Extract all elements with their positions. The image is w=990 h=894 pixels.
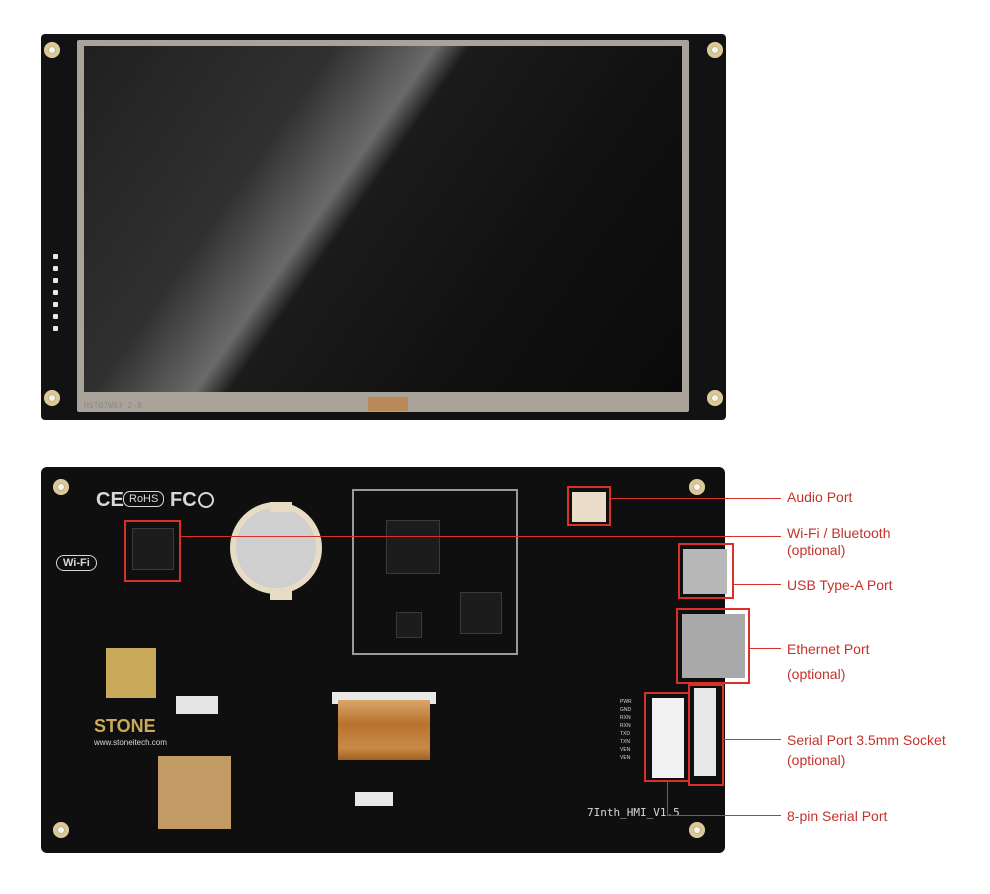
battery-clip xyxy=(270,590,292,600)
rohs-mark: RoHS xyxy=(123,491,165,507)
small-connector xyxy=(176,696,218,714)
usb-port xyxy=(683,549,727,594)
recycle-icon xyxy=(198,492,214,508)
mounting-hole xyxy=(689,479,705,495)
wifi-optional-label: (optional) xyxy=(787,542,846,558)
wifi-callout-line xyxy=(181,536,781,537)
solder-pad xyxy=(53,302,58,307)
serial8-label: 8-pin Serial Port xyxy=(787,808,888,824)
serial35-optional-label: (optional) xyxy=(787,752,846,768)
core-module-outline xyxy=(352,489,518,655)
ethernet-highlight-box xyxy=(676,608,750,684)
processor-chip xyxy=(386,520,440,574)
serial35-label: Serial Port 3.5mm Socket xyxy=(787,732,946,748)
pin-label: TXN xyxy=(620,739,630,745)
pin-label: RXN xyxy=(620,723,631,729)
memory-chip xyxy=(460,592,502,634)
lcd-screen xyxy=(84,46,682,392)
serial-35mm-socket xyxy=(694,688,716,776)
solder-pad xyxy=(53,326,58,331)
wifi-highlight-box xyxy=(124,520,181,582)
ethernet-port-label: Ethernet Port xyxy=(787,641,870,657)
pin-label: VEN xyxy=(620,747,631,753)
serial35-highlight-box xyxy=(688,684,724,786)
serial8-callout-line xyxy=(667,815,781,816)
ethernet-port xyxy=(682,614,745,678)
mounting-hole xyxy=(53,479,69,495)
fc-mark: FC xyxy=(170,489,197,511)
mounting-hole xyxy=(44,42,60,58)
small-connector xyxy=(355,792,393,806)
small-chip xyxy=(396,612,422,638)
battery-clip xyxy=(270,502,292,512)
solder-pad xyxy=(53,290,58,295)
mounting-hole xyxy=(707,390,723,406)
usb-callout-line xyxy=(734,584,781,585)
audio-port-label: Audio Port xyxy=(787,489,853,505)
ce-mark: CE xyxy=(96,489,124,511)
audio-port xyxy=(572,492,606,522)
brand-logo: STONE xyxy=(94,716,156,736)
pin-label: PWR xyxy=(620,699,632,705)
qr-code xyxy=(106,648,156,698)
wifi-label: Wi-Fi / Bluetooth xyxy=(787,525,891,541)
solder-pad xyxy=(53,278,58,283)
board-name-label: 7Inth_HMI_V1.5 xyxy=(587,806,680,819)
solder-pad xyxy=(53,314,58,319)
pin-label: TXD xyxy=(620,731,630,737)
coin-battery xyxy=(236,508,316,588)
serial-pin-labels: PWR GND RXN RXN TXD TXN VEN VEN xyxy=(620,698,632,762)
pin-label: GND xyxy=(620,707,632,713)
solder-pad xyxy=(53,266,58,271)
usb-port-label: USB Type-A Port xyxy=(787,577,893,593)
ethernet-optional-label: (optional) xyxy=(787,666,846,682)
serial35-callout-line xyxy=(724,739,781,740)
wifi-chip xyxy=(132,528,174,570)
pin-label: VEN xyxy=(620,755,631,761)
usb-highlight-box xyxy=(678,543,734,599)
mounting-hole xyxy=(689,822,705,838)
serial8-highlight-box xyxy=(644,692,690,782)
pin-label: RXN xyxy=(620,715,631,721)
serial-8pin-connector xyxy=(652,698,684,778)
audio-highlight-box xyxy=(567,486,611,526)
copper-pad xyxy=(158,756,231,829)
ribbon-cable xyxy=(338,700,430,760)
wifi-logo: Wi-Fi xyxy=(56,555,97,571)
mounting-hole xyxy=(44,390,60,406)
solder-pad xyxy=(53,254,58,259)
mounting-hole xyxy=(53,822,69,838)
mounting-hole xyxy=(707,42,723,58)
audio-callout-line xyxy=(611,498,781,499)
panel-code-label: HST07W03 2-8 xyxy=(84,401,142,410)
ethernet-callout-line xyxy=(750,648,781,649)
flex-connector xyxy=(368,397,408,411)
serial8-callout-stem xyxy=(667,782,668,815)
website-label: www.stoneitech.com xyxy=(94,738,167,747)
